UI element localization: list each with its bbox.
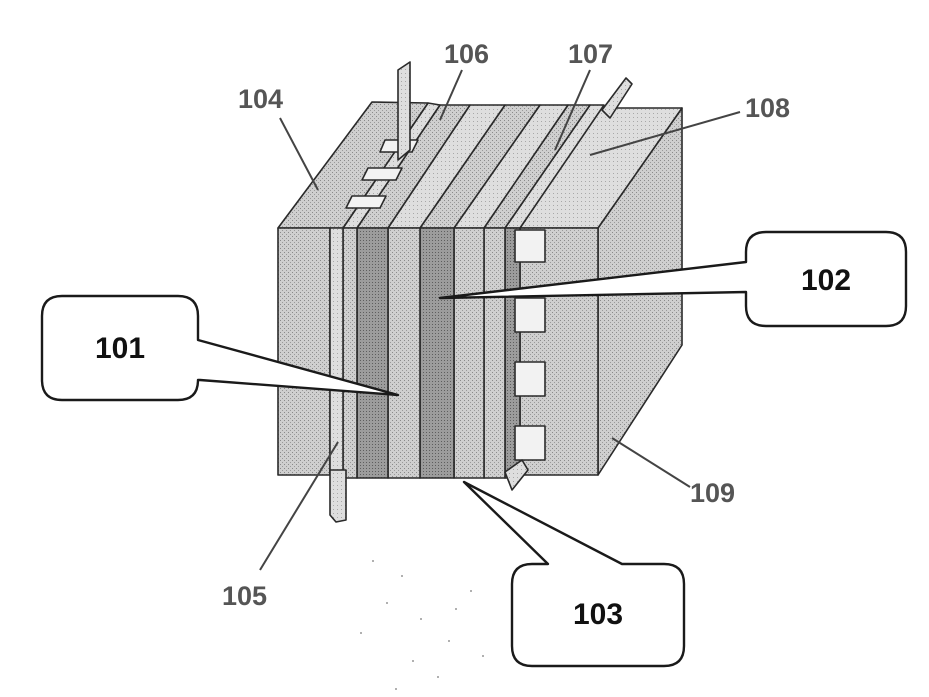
label-104: 104 — [238, 84, 283, 114]
outlet-arrow-105 — [330, 470, 346, 522]
label-109: 109 — [690, 478, 735, 508]
callout-101-text: 101 — [95, 332, 145, 365]
background-speckle — [360, 560, 484, 690]
callout-103: 103 — [464, 482, 684, 666]
left-end-plate-front — [278, 228, 330, 475]
label-107: 107 — [568, 39, 613, 69]
callout-103-text: 103 — [573, 598, 623, 631]
label-105: 105 — [222, 581, 267, 611]
callout-102-text: 102 — [801, 264, 851, 297]
inlet-arrow-106 — [398, 62, 410, 160]
label-108: 108 — [745, 93, 790, 123]
label-106: 106 — [444, 39, 489, 69]
